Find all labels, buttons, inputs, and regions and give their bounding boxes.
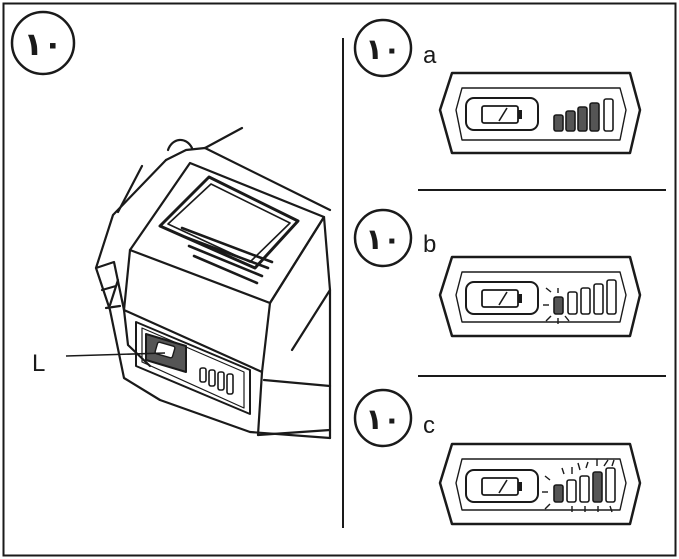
panel-b-step-number: ١٠: [365, 222, 400, 256]
panel-c-bars: [553, 467, 616, 503]
panel-a-bars: [553, 98, 614, 132]
panel-c: ١٠ c: [353, 388, 642, 526]
panel-b-bar-2: [567, 291, 578, 315]
panel-a-bar-5: [603, 98, 614, 132]
panel-c-label: c: [423, 412, 435, 439]
panel-c-bar-4: [592, 471, 603, 503]
panel-c-button: [465, 469, 539, 503]
panel-b-bars: [553, 279, 617, 315]
panel-c-indicator: [438, 442, 642, 526]
panel-a-step-badge: [353, 18, 413, 78]
panel-c-blink-rays: [542, 459, 615, 513]
panel-b-button: [465, 281, 539, 315]
panel-a-bar-4: [589, 102, 600, 132]
panel-a-bar-3: [577, 106, 588, 132]
panel-a-bar-2: [565, 110, 576, 132]
step-number: ١٠: [23, 25, 62, 63]
battery-pack-illustration: [94, 126, 332, 440]
panel-c-step-badge: [353, 388, 413, 448]
panel-b-indicator: [438, 255, 642, 338]
panel-c-bar-2: [566, 479, 577, 503]
panel-a-label: a: [423, 42, 437, 69]
panel-c-step-number: ١٠: [365, 402, 400, 436]
panel-b-step-badge: [353, 208, 413, 268]
panel-c-bar-1: [553, 484, 564, 503]
panel-a-button: [465, 97, 539, 131]
panel-b-bar-4: [593, 283, 604, 315]
panel-b-bar-3: [580, 287, 591, 315]
panel-a-bar-1: [553, 114, 564, 132]
panel-b-bar-1: [553, 296, 564, 315]
panel-a: ١٠ a: [353, 18, 642, 155]
panel-c-bar-3: [579, 475, 590, 503]
callout-label: L: [32, 350, 45, 377]
panel-b-blink-rays: [543, 287, 570, 324]
panel-b: ١٠ b: [353, 208, 642, 338]
panel-b-label: b: [423, 231, 436, 258]
callout-l: L: [32, 350, 166, 377]
panel-b-bar-5: [606, 279, 617, 315]
panel-a-indicator: [438, 71, 642, 155]
step-number-badge: ١٠: [10, 10, 76, 76]
panel-c-bar-5: [605, 467, 616, 503]
panel-a-step-number: ١٠: [365, 32, 400, 66]
